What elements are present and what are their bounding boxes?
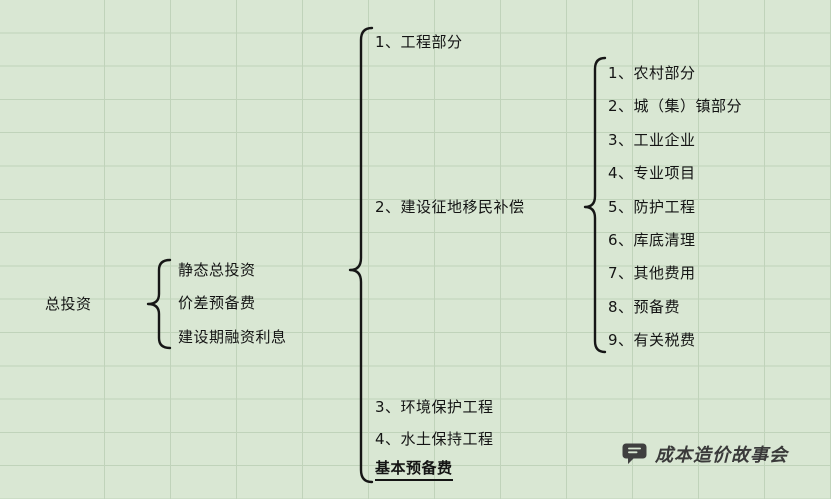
node-reserve-fund: 8、预备费 <box>608 298 681 316</box>
node-total-investment: 总投资 <box>45 295 92 313</box>
node-environmental-protection: 3、环境保护工程 <box>375 398 494 416</box>
node-basic-reserve-fund: 基本预备费 <box>375 458 453 481</box>
node-construction-financing-interest: 建设期融资利息 <box>178 328 287 346</box>
speech-bubble-icon <box>622 443 647 464</box>
node-rural-part: 1、农村部分 <box>608 64 696 82</box>
node-engineering-part: 1、工程部分 <box>375 33 463 51</box>
curly-brace-level1-to-level2 <box>348 26 374 484</box>
node-professional-project: 4、专业项目 <box>608 164 696 182</box>
node-related-taxes: 9、有关税费 <box>608 331 696 349</box>
node-industrial-enterprise: 3、工业企业 <box>608 131 696 149</box>
node-static-total-investment: 静态总投资 <box>178 261 256 279</box>
curly-brace-root-to-level1 <box>146 258 172 350</box>
curly-brace-level2-to-level3 <box>583 56 607 354</box>
node-protection-engineering: 5、防护工程 <box>608 198 696 216</box>
node-land-acquisition-resettlement: 2、建设征地移民补偿 <box>375 198 525 216</box>
node-town-part: 2、城（集）镇部分 <box>608 97 743 115</box>
watermark: 成本造价故事会 <box>622 441 788 467</box>
node-other-expenses: 7、其他费用 <box>608 264 696 282</box>
node-reservoir-bottom-cleanup: 6、库底清理 <box>608 231 696 249</box>
watermark-brand-text: 成本造价故事会 <box>655 445 788 466</box>
node-price-difference-reserve: 价差预备费 <box>178 294 256 312</box>
node-soil-water-conservation: 4、水土保持工程 <box>375 430 494 448</box>
